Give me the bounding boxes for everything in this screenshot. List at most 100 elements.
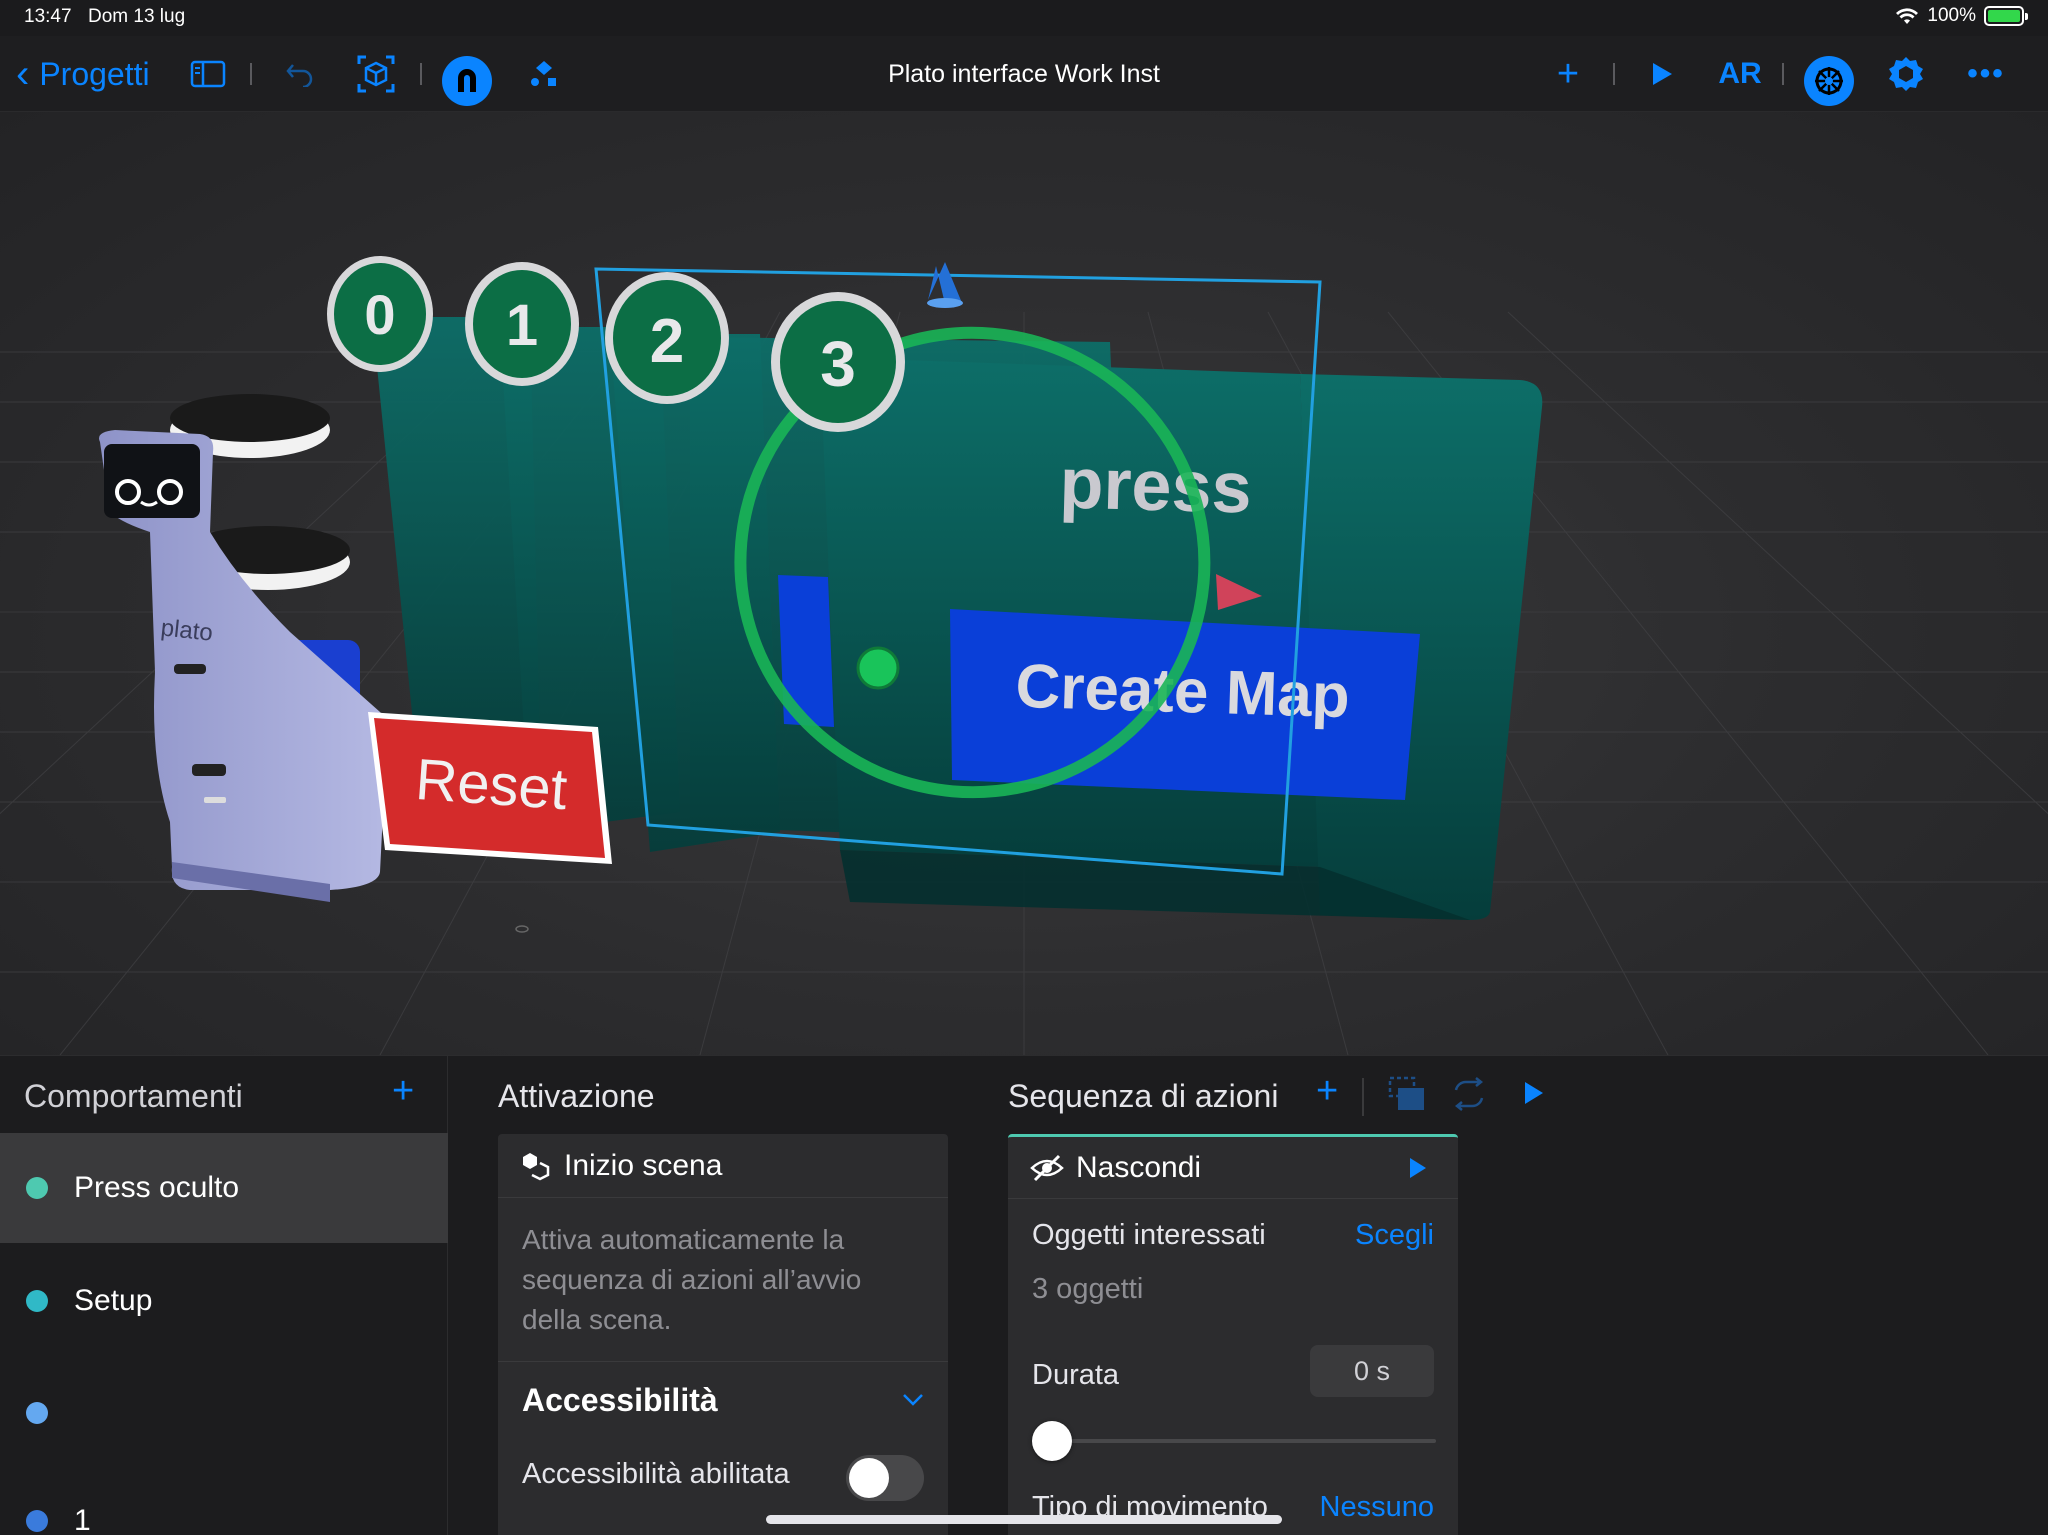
robot-brand-label: plato <box>159 614 214 646</box>
behavior-label: 1 <box>74 1504 91 1535</box>
add-object-button[interactable]: + <box>1548 36 1588 112</box>
actions-divider <box>1362 1078 1364 1116</box>
eye-slash-icon <box>1030 1154 1064 1181</box>
behavior-item-unnamed[interactable] <box>0 1358 448 1468</box>
battery-icon <box>1984 6 2028 26</box>
reset-label: Reset <box>414 747 570 822</box>
step-badge-0[interactable]: 0 <box>327 256 433 372</box>
cube-scan-icon <box>357 55 395 93</box>
action-header-row[interactable]: Nascondi <box>1008 1137 1458 1199</box>
behavior-color-dot <box>26 1177 48 1199</box>
selection-frame[interactable] <box>594 267 1322 876</box>
press-label: press <box>1059 444 1253 529</box>
back-label: Progetti <box>39 55 150 92</box>
behavior-label: Setup <box>74 1284 153 1317</box>
home-indicator[interactable] <box>766 1515 1282 1524</box>
behaviors-button[interactable] <box>1804 36 1854 112</box>
more-button[interactable]: ••• <box>1964 36 2008 112</box>
accessibility-toggle-label: Accessibilità abilitata <box>522 1458 790 1490</box>
step-badge-2[interactable]: 2 <box>605 272 729 404</box>
duration-slider-track[interactable] <box>1032 1439 1436 1443</box>
behaviors-icon <box>1804 55 1854 106</box>
ar-object-button[interactable] <box>354 36 398 112</box>
snap-magnet-button[interactable] <box>442 36 492 112</box>
scene-canvas[interactable]: Create Map press 0 1 <box>0 112 2048 1055</box>
properties-button[interactable] <box>1884 36 1928 112</box>
accessibility-section-header[interactable]: Accessibilità <box>498 1362 948 1438</box>
trigger-label: Inizio scena <box>564 1148 723 1182</box>
accessibility-toggle-row: Accessibilità abilitata <box>498 1438 948 1518</box>
action-card: Nascondi Oggetti interessati Scegli 3 og… <box>1008 1134 1458 1535</box>
duration-slider-knob[interactable] <box>1032 1421 1072 1461</box>
battery-percent: 100% <box>1927 5 1976 26</box>
scene-start-icon <box>523 1152 550 1180</box>
behaviors-title: Comportamenti <box>24 1078 243 1114</box>
toolbar-divider <box>1782 63 1784 85</box>
toolbar: Plato interface Work Inst ‹ Progetti + A… <box>0 36 2048 112</box>
toolbar-divider <box>1613 63 1615 85</box>
wifi-icon <box>1896 8 1919 24</box>
behavior-item-setup[interactable]: Setup <box>0 1246 448 1356</box>
step-badge-label: 1 <box>506 293 538 358</box>
loop-icon[interactable] <box>1450 1076 1488 1112</box>
undo-button[interactable] <box>280 36 320 112</box>
behavior-label: Press oculto <box>74 1171 240 1204</box>
plus-icon: + <box>1556 52 1580 95</box>
accessibility-toggle[interactable] <box>846 1455 924 1501</box>
step-badge-3[interactable]: 3 <box>771 292 905 432</box>
movement-type-value[interactable]: Nessuno <box>1319 1491 1434 1523</box>
play-icon <box>1653 63 1672 85</box>
step-badge-1[interactable]: 1 <box>465 262 579 386</box>
plus-icon: + <box>1316 1070 1339 1112</box>
back-button[interactable]: ‹ Progetti <box>16 36 150 112</box>
activation-card: Inizio scena Attiva automaticamente la s… <box>498 1134 948 1535</box>
duration-input[interactable]: 0 s <box>1310 1345 1434 1397</box>
behaviors-panel: Comportamenti + Press oculto Setup 1 <box>0 1056 448 1535</box>
accessibility-title: Accessibilità <box>522 1381 718 1418</box>
gizmo-x-axis[interactable] <box>1216 574 1262 610</box>
objects-count: 3 oggetti <box>1032 1273 1144 1305</box>
origin-marker <box>515 925 529 933</box>
toolbar-divider <box>250 63 252 85</box>
bottom-panels: Comportamenti + Press oculto Setup 1 Att… <box>0 1055 2048 1535</box>
sidebar-toggle-button[interactable] <box>186 36 230 112</box>
gear-cube-icon <box>1889 57 1923 91</box>
scene-viewport[interactable]: Create Map press 0 1 <box>0 112 2048 1055</box>
play-action-icon[interactable] <box>1408 1156 1428 1180</box>
behavior-color-dot <box>26 1402 48 1424</box>
behavior-color-dot <box>26 1290 48 1312</box>
gizmo-y-axis[interactable] <box>928 262 962 304</box>
actions-title: Sequenza di azioni <box>1008 1078 1279 1114</box>
choose-objects-button[interactable]: Scegli <box>1355 1219 1434 1251</box>
physics-button[interactable] <box>524 36 564 112</box>
chevron-down-icon <box>903 1394 923 1406</box>
trigger-row[interactable]: Inizio scena <box>498 1134 948 1198</box>
add-action-button[interactable]: + <box>1316 1070 1338 1113</box>
trigger-description: Attiva automaticamente la sequenza di az… <box>498 1198 948 1362</box>
create-map-button[interactable] <box>950 609 1420 800</box>
rotation-ring[interactable] <box>721 313 1223 811</box>
plus-icon: + <box>392 1070 415 1112</box>
step-badge-label: 0 <box>364 283 395 346</box>
panel-0[interactable] <box>372 317 540 792</box>
duplicate-icon[interactable] <box>1388 1076 1426 1114</box>
activation-title: Attivazione <box>498 1078 655 1114</box>
ar-button[interactable]: AR <box>1718 57 1762 90</box>
reset-sign[interactable]: Reset <box>368 712 612 864</box>
behavior-item-press-oculto[interactable]: Press oculto <box>0 1133 448 1243</box>
press-button-plane[interactable] <box>778 575 834 727</box>
gizmo-center-handle[interactable] <box>856 646 900 690</box>
play-button[interactable] <box>1642 36 1682 112</box>
behavior-item-1[interactable]: 1 <box>0 1466 448 1535</box>
magnet-icon <box>442 55 492 106</box>
status-time: 13:47 <box>24 6 72 27</box>
add-behavior-button[interactable]: + <box>392 1070 414 1113</box>
chevron-left-icon: ‹ <box>16 51 30 96</box>
sidebar-icon <box>190 60 226 88</box>
plato-robot[interactable]: plato <box>99 394 389 902</box>
behavior-color-dot <box>26 1510 48 1532</box>
status-right: 100% <box>1895 5 2028 27</box>
toolbar-divider <box>420 63 422 85</box>
play-sequence-icon[interactable] <box>1522 1080 1546 1106</box>
action-label: Nascondi <box>1076 1150 1202 1184</box>
